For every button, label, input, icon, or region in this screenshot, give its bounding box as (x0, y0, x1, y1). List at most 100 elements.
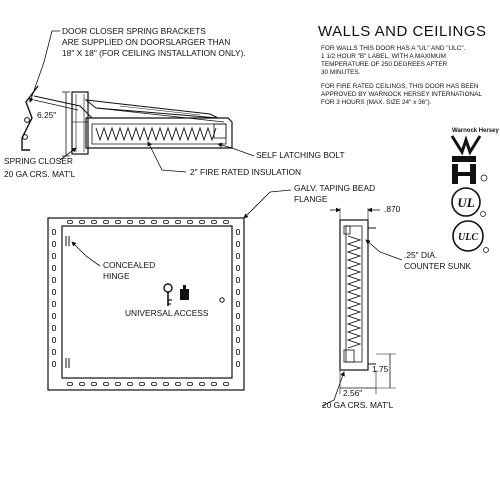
flange-hole (52, 313, 56, 319)
flange-hole (52, 301, 56, 307)
ulc-listing-icon: ULC (452, 220, 489, 253)
flange-hole (236, 277, 240, 283)
width-dimension: 2.56" (343, 388, 362, 398)
door-closer-note-line: 18" X 18" (FOR CEILING INSTALLATION ONLY… (62, 48, 246, 58)
flange-hole (52, 361, 56, 367)
gauge-label-bottom: 20 GA CRS. MAT'L (322, 400, 394, 410)
header-block: WALLS AND CEILINGS FOR WALLS THIS DOOR H… (318, 23, 487, 106)
galv-flange-label: GALV. TAPING BEAD (294, 183, 375, 193)
flange-hole (236, 349, 240, 355)
ul-mark-text: UL (457, 195, 474, 210)
flange-hole (236, 241, 240, 247)
paragraph-line: FOR FIRE RATED CEILINGS, THIS DOOR HAS B… (321, 83, 479, 90)
flange-hole (52, 253, 56, 259)
key-icon (163, 283, 173, 306)
flange-hole (175, 220, 181, 224)
page-title: WALLS AND CEILINGS (318, 23, 487, 40)
flange-hole (236, 313, 240, 319)
flange-hole (52, 229, 56, 235)
flange-hole (223, 220, 229, 224)
flange-hole (127, 382, 133, 386)
door-closer-note-line: DOOR CLOSER SPRING BRACKETS (62, 26, 206, 36)
gauge-label-top: 20 GA CRS. MAT'L (4, 169, 76, 179)
depth-dimension: 1.75 (372, 364, 389, 374)
flange-hole (127, 220, 133, 224)
flange-hole (236, 253, 240, 259)
flange-hole (91, 382, 97, 386)
flange-dimension: .870 (384, 204, 401, 214)
paragraph-line: FOR 3 HOURS (MAX. SIZE 24" x 36"). (321, 99, 432, 106)
paragraph-line: 1 1/2 HOUR "B" LABEL, WITH A MAXIMUM (321, 53, 446, 60)
paragraph-line: FOR WALLS THIS DOOR HAS A "UL" AND "ULC"… (321, 45, 466, 52)
self-latching-bolt-label: SELF LATCHING BOLT (256, 150, 345, 160)
flange-holes (52, 220, 240, 386)
flange-hole (67, 382, 73, 386)
flange-hole (52, 265, 56, 271)
flange-hole (211, 382, 217, 386)
flange-hole (103, 220, 109, 224)
flange-hole (52, 277, 56, 283)
flange-hole (52, 349, 56, 355)
flange-hole (91, 220, 97, 224)
flange-hole (199, 220, 205, 224)
ceiling-rating-paragraph: FOR FIRE RATED CEILINGS, THIS DOOR HAS B… (321, 83, 482, 106)
galv-flange-label: FLANGE (294, 194, 328, 204)
flange-hole (236, 301, 240, 307)
flange-hole (79, 220, 85, 224)
lock-cylinder-icon (180, 285, 189, 300)
flange-hole (52, 337, 56, 343)
paragraph-line: TEMPERATURE OF 250 DEGREES AFTER (321, 61, 448, 68)
paragraph-line: 30 MINUTES. (321, 69, 361, 76)
flange-hole (223, 382, 229, 386)
spring-closer-label: SPRING CLOSER (4, 156, 73, 166)
concealed-hinge-label: HINGE (103, 271, 130, 281)
side-insulation-wave (346, 235, 362, 349)
flange-hole (151, 220, 157, 224)
flange-hole (175, 382, 181, 386)
universal-access-label: UNIVERSAL ACCESS (125, 308, 209, 318)
latch-screw-icon (219, 297, 225, 303)
flange-hole (236, 229, 240, 235)
flange-hole (79, 382, 85, 386)
warnock-label: Warnock Hersey (452, 128, 499, 134)
flange-hole (236, 325, 240, 331)
door-side-section-view: .870 .25" DIA. COUNTER SUNK 1.75 2.56" 2… (321, 204, 471, 410)
flange-hole (236, 337, 240, 343)
flange-hole (52, 289, 56, 295)
paragraph-line: APPROVED BY WARNOCK HERSEY INTERNATIONAL (321, 91, 482, 98)
flange-hole (236, 361, 240, 367)
ulc-mark-text: ULC (458, 232, 478, 243)
concealed-hinge-label: CONCEALED (103, 260, 155, 270)
flange-hole (103, 382, 109, 386)
counter-sunk-label: COUNTER SUNK (404, 261, 471, 271)
flange-hole (163, 382, 169, 386)
flange-hole (187, 220, 193, 224)
flange-hole (139, 382, 145, 386)
door-panel (61, 225, 233, 379)
counter-sunk-label: .25" DIA. (404, 250, 437, 260)
flange-hole (115, 220, 121, 224)
door-front-view: CONCEALED HINGE UNIVERSAL ACCESS GALV. T… (47, 183, 375, 391)
flange-hole (187, 382, 193, 386)
flange-hole (151, 382, 157, 386)
flange-hole (211, 220, 217, 224)
flange-hole (163, 220, 169, 224)
flange-hole (52, 241, 56, 247)
height-dimension: 6.25" (37, 110, 56, 120)
walls-rating-paragraph: FOR WALLS THIS DOOR HAS A "UL" AND "ULC"… (321, 45, 466, 76)
insulation-wave (95, 126, 217, 142)
flange-hole (236, 265, 240, 271)
flange-hole (199, 382, 205, 386)
ul-listing-icon: UL (451, 187, 486, 217)
door-section-view: DOOR CLOSER SPRING BRACKETS ARE SUPPLIED… (4, 26, 345, 179)
door-closer-note-line: ARE SUPPLIED ON DOORSLARGER THAN (62, 37, 230, 47)
concealed-hinge-icon (65, 236, 70, 368)
warnock-hersey-logo-icon: Warnock Hersey (450, 128, 499, 184)
flange-hole (115, 382, 121, 386)
flange-hole (67, 220, 73, 224)
flange-hole (236, 289, 240, 295)
flange-hole (139, 220, 145, 224)
flange-hole (52, 325, 56, 331)
insulation-label: 2" FIRE RATED INSULATION (190, 167, 301, 177)
